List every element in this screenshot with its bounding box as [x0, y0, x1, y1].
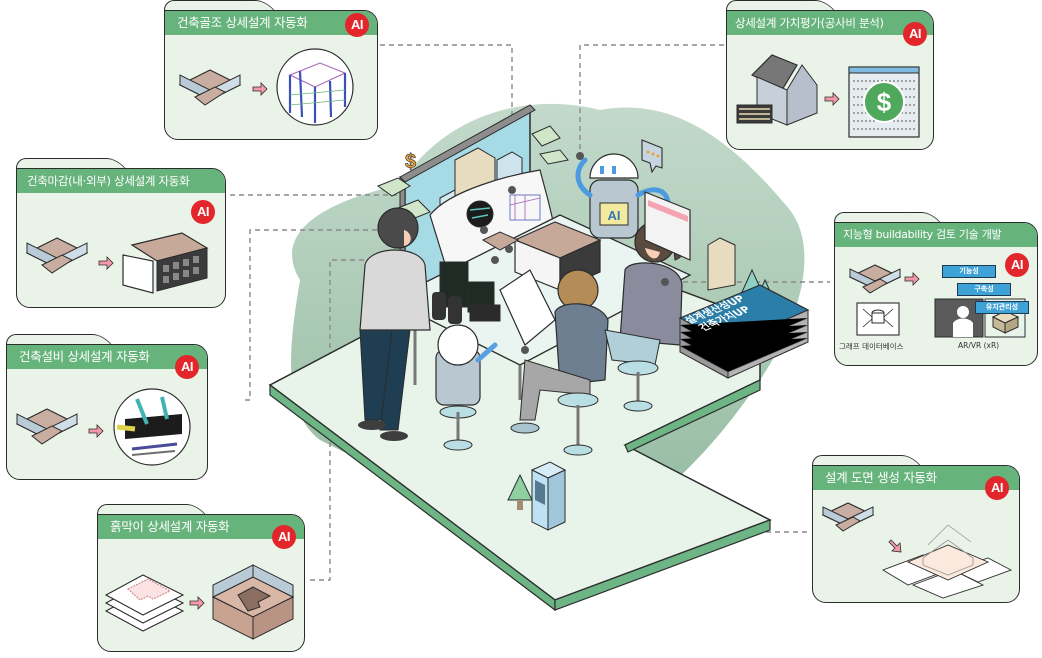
book-stack: [678, 284, 810, 379]
layered-plan-icon: [104, 574, 185, 632]
money-icons: [376, 125, 569, 221]
panel-finish-automation: 건축마감(내·외부) 상세설계 자동화 AI: [16, 158, 226, 308]
seated-person-1: [510, 269, 609, 456]
ai-badge: AI: [1005, 253, 1029, 277]
retaining-model: [481, 231, 520, 251]
panel-structure-automation: 건축골조 상세설계 자동화: [164, 0, 378, 140]
panel-title: 건축마감(내·외부) 상세설계 자동화: [17, 169, 225, 193]
dollar-icon: $: [877, 87, 892, 117]
robot-ai-label: AI: [608, 208, 621, 223]
arrow-icon: [888, 539, 902, 553]
graph-database-icon: [856, 302, 900, 336]
arrow-icon: [98, 256, 114, 270]
floorplan-icon: [25, 237, 89, 274]
spreadsheet-icon: $: [848, 66, 920, 138]
coin-stacks: [432, 261, 501, 324]
panel-buildability-review: 지능형 buildability 검토 기술 개발: [834, 212, 1038, 366]
structure-illustration: [178, 48, 354, 126]
connector-mep: [245, 229, 480, 401]
chat-bubble-icon: [641, 139, 663, 174]
server-cabinet: [530, 461, 567, 531]
excavation-icon: [211, 564, 295, 640]
panel-title: 상세설계 가치평가(공사비 분석): [727, 11, 933, 35]
steel-frame-icon: [276, 48, 354, 126]
panel-title: 지능형 buildability 검토 기술 개발: [835, 223, 1037, 247]
facade-icon: [122, 232, 209, 294]
small-building: [707, 237, 736, 291]
generated-drawings-icon: [881, 524, 1013, 599]
pipe-network-icon: [113, 388, 191, 466]
caption-graph-db: 그래프 데이터베이스: [839, 342, 904, 351]
panel-title: 흙막이 상세설계 자동화: [98, 515, 304, 539]
criterion-maintainability: 유지관리성: [975, 301, 1029, 314]
dollar-sign-icon: $: [405, 151, 416, 173]
criterion-constructability: 구축성: [957, 283, 1011, 296]
connector-dots: [480, 152, 669, 354]
panel-value-evaluation: 상세설계 가치평가(공사비 분석): [726, 0, 934, 150]
mep-thumbnail: [466, 200, 494, 228]
arrow-icon: [252, 82, 268, 96]
floorplan-icon: [15, 408, 79, 445]
ai-badge: AI: [175, 355, 199, 379]
floorplan-icon: [821, 502, 875, 532]
standing-person: [358, 207, 431, 441]
panel-retaining-automation: 흙막이 상세설계 자동화 AI: [97, 504, 305, 652]
ai-badge: AI: [272, 525, 296, 549]
floorplan-icon: [848, 264, 902, 294]
small-robot: [435, 324, 498, 451]
arrow-icon: [904, 272, 920, 286]
ai-badge: AI: [985, 476, 1009, 500]
ai-badge: AI: [191, 200, 215, 224]
mep-illustration: [15, 388, 191, 466]
ai-robot: AI: [575, 153, 671, 239]
ai-badge: AI: [345, 13, 369, 37]
arrow-icon: [824, 92, 840, 106]
floorplan-icon: [178, 69, 242, 106]
panel-mep-automation: 건축설비 상세설계 자동화: [6, 334, 208, 480]
drawing-illustration: [821, 502, 1013, 599]
criterion-functionality: 기능성: [942, 265, 996, 278]
panel-title: 건축골조 상세설계 자동화: [165, 11, 377, 35]
value-illustration: $: [736, 54, 920, 138]
caption-ar-vr: AR/VR (xR): [958, 341, 1000, 350]
ai-badge: AI: [903, 22, 927, 46]
finish-illustration: [25, 232, 209, 294]
panel-drawing-generation: 설계 도면 생성 자동화 AI: [812, 455, 1020, 603]
panel-title: 설계 도면 생성 자동화: [813, 466, 1019, 490]
panel-title: 건축설비 상세설계 자동화: [7, 345, 207, 369]
house-icon: [736, 54, 818, 126]
connector-value: [579, 44, 724, 155]
arrow-icon: [88, 424, 104, 438]
retaining-illustration: [104, 564, 295, 640]
arrow-icon: [189, 596, 205, 610]
